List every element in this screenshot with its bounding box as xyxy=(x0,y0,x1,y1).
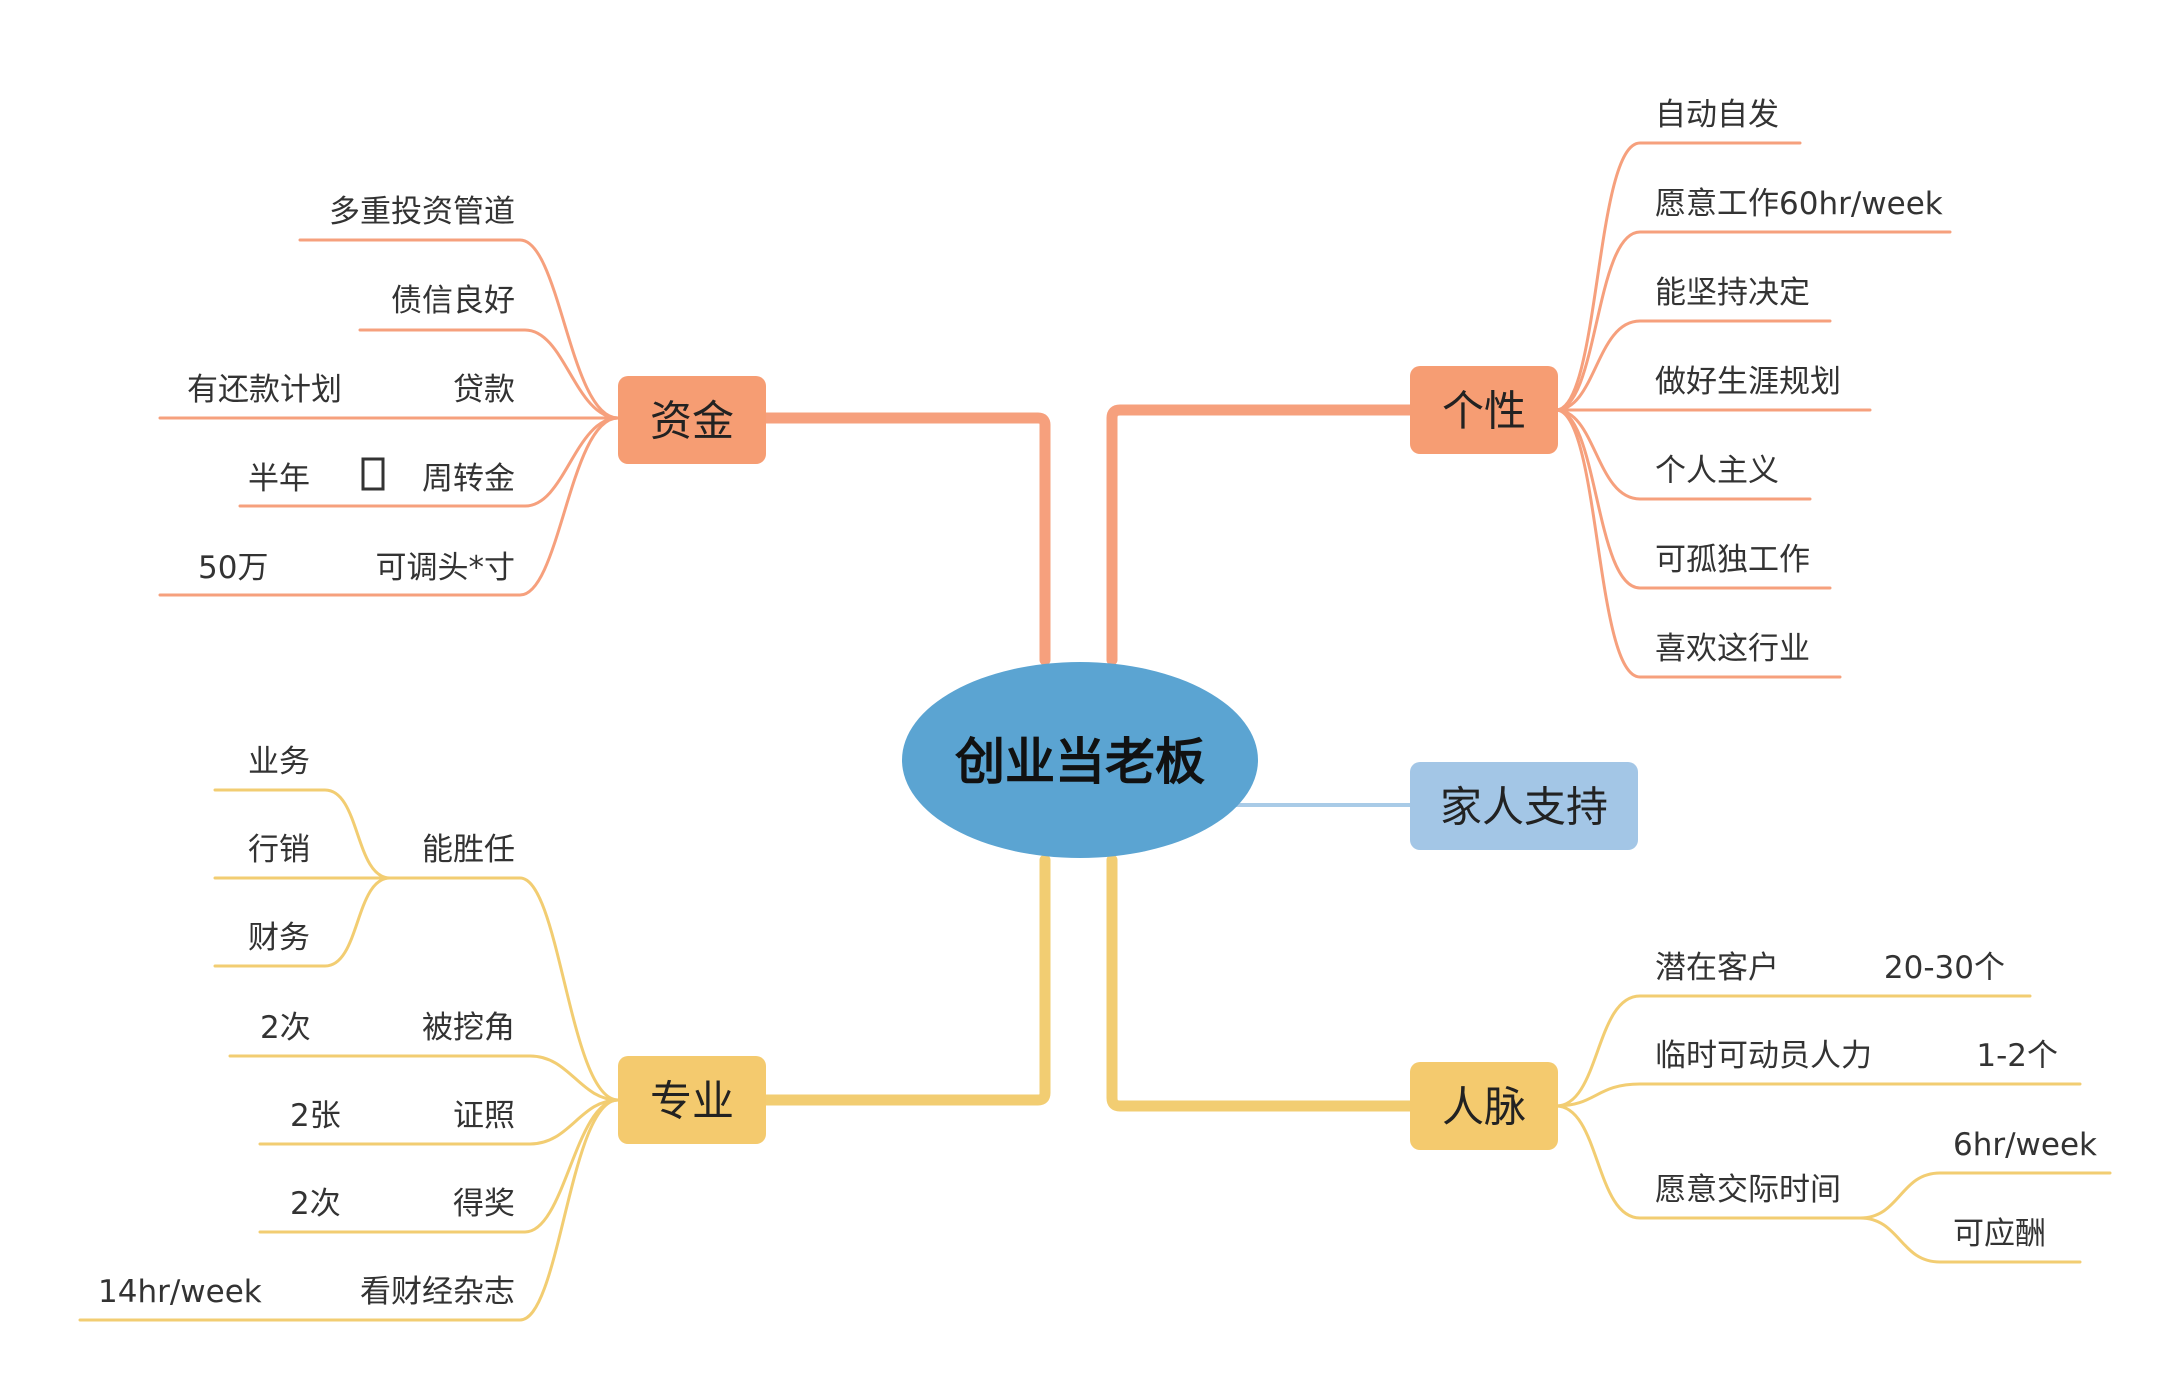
branch-family[interactable]: 家人支持 xyxy=(1410,762,1638,850)
branch-network[interactable]: 人脉 xyxy=(1410,1062,1558,1150)
branch-personality[interactable]: 个性 xyxy=(1410,366,1558,454)
network-subitem-2[interactable]: 可应酬 xyxy=(1953,1216,2046,1252)
personality-item-6[interactable]: 可孤独工作 xyxy=(1655,542,1810,578)
branch-network-label: 人脉 xyxy=(1442,1083,1526,1132)
central-topic[interactable]: 创业当老板 xyxy=(902,662,1258,858)
funds-item-1[interactable]: 多重投资管道 xyxy=(329,194,515,230)
funds-item-3[interactable]: 贷款 xyxy=(453,372,515,408)
personality-item-2[interactable]: 愿意工作60hr/week xyxy=(1655,186,1943,222)
branch-personality-label: 个性 xyxy=(1442,387,1526,436)
expertise-item-2-note: 2次 xyxy=(260,1010,311,1046)
personality-items: 自动自发 愿意工作60hr/week 能坚持决定 做好生涯规划 个人主义 可孤独… xyxy=(1655,97,1943,667)
personality-item-3[interactable]: 能坚持决定 xyxy=(1655,275,1810,311)
personality-item-1[interactable]: 自动自发 xyxy=(1655,97,1779,133)
expertise-connectors xyxy=(78,788,1051,1322)
network-connectors xyxy=(1106,854,2112,1264)
expertise-item-4[interactable]: 得奖 xyxy=(453,1186,515,1222)
network-item-2[interactable]: 临时可动员人力 xyxy=(1655,1038,1872,1074)
network-item-1[interactable]: 潜在客户 xyxy=(1655,950,1779,986)
network-item-2-note: 1-2个 xyxy=(1976,1038,2058,1074)
funds-connectors xyxy=(158,238,1051,666)
personality-connectors xyxy=(1106,141,1952,679)
network-items: 潜在客户 20-30个 临时可动员人力 1-2个 愿意交际时间 6hr/week… xyxy=(1655,950,2097,1252)
expertise-items: 能胜任 业务 行销 财务 被挖角 2次 证照 2张 得奖 2次 看财经杂志 14… xyxy=(98,744,515,1310)
expertise-item-1[interactable]: 能胜任 xyxy=(422,832,515,868)
expertise-item-3[interactable]: 证照 xyxy=(453,1098,515,1134)
funds-item-4-note: 半年 xyxy=(248,461,310,497)
funds-items: 多重投资管道 债信良好 贷款 有还款计划 周转金 半年 可调头*寸 50万 xyxy=(187,194,515,586)
network-item-3[interactable]: 愿意交际时间 xyxy=(1655,1172,1841,1208)
expertise-subitem-3[interactable]: 财务 xyxy=(248,920,310,956)
expertise-item-5[interactable]: 看财经杂志 xyxy=(360,1274,515,1310)
box-icon xyxy=(361,457,385,491)
funds-item-3-note: 有还款计划 xyxy=(187,372,342,408)
branch-family-label: 家人支持 xyxy=(1440,783,1608,832)
network-subitem-1[interactable]: 6hr/week xyxy=(1953,1127,2097,1163)
expertise-subitem-2[interactable]: 行销 xyxy=(248,832,310,868)
expertise-item-5-note: 14hr/week xyxy=(98,1274,262,1310)
central-topic-label: 创业当老板 xyxy=(955,733,1205,791)
personality-item-7[interactable]: 喜欢这行业 xyxy=(1655,631,1810,667)
branch-expertise-label: 专业 xyxy=(650,1077,734,1126)
network-item-1-note: 20-30个 xyxy=(1884,950,2005,986)
funds-item-4[interactable]: 周转金 xyxy=(422,461,515,497)
branch-funds-label: 资金 xyxy=(650,397,734,446)
funds-item-5-note: 50万 xyxy=(198,550,268,586)
funds-item-5[interactable]: 可调头*寸 xyxy=(376,550,516,586)
funds-item-2[interactable]: 债信良好 xyxy=(391,283,515,319)
expertise-subitem-1[interactable]: 业务 xyxy=(248,744,310,780)
expertise-item-2[interactable]: 被挖角 xyxy=(422,1010,515,1046)
expertise-item-4-note: 2次 xyxy=(290,1186,341,1222)
branch-funds[interactable]: 资金 xyxy=(618,376,766,464)
personality-item-4[interactable]: 做好生涯规划 xyxy=(1655,364,1841,400)
branch-expertise[interactable]: 专业 xyxy=(618,1056,766,1144)
expertise-item-3-note: 2张 xyxy=(290,1098,341,1134)
personality-item-5[interactable]: 个人主义 xyxy=(1655,453,1779,489)
